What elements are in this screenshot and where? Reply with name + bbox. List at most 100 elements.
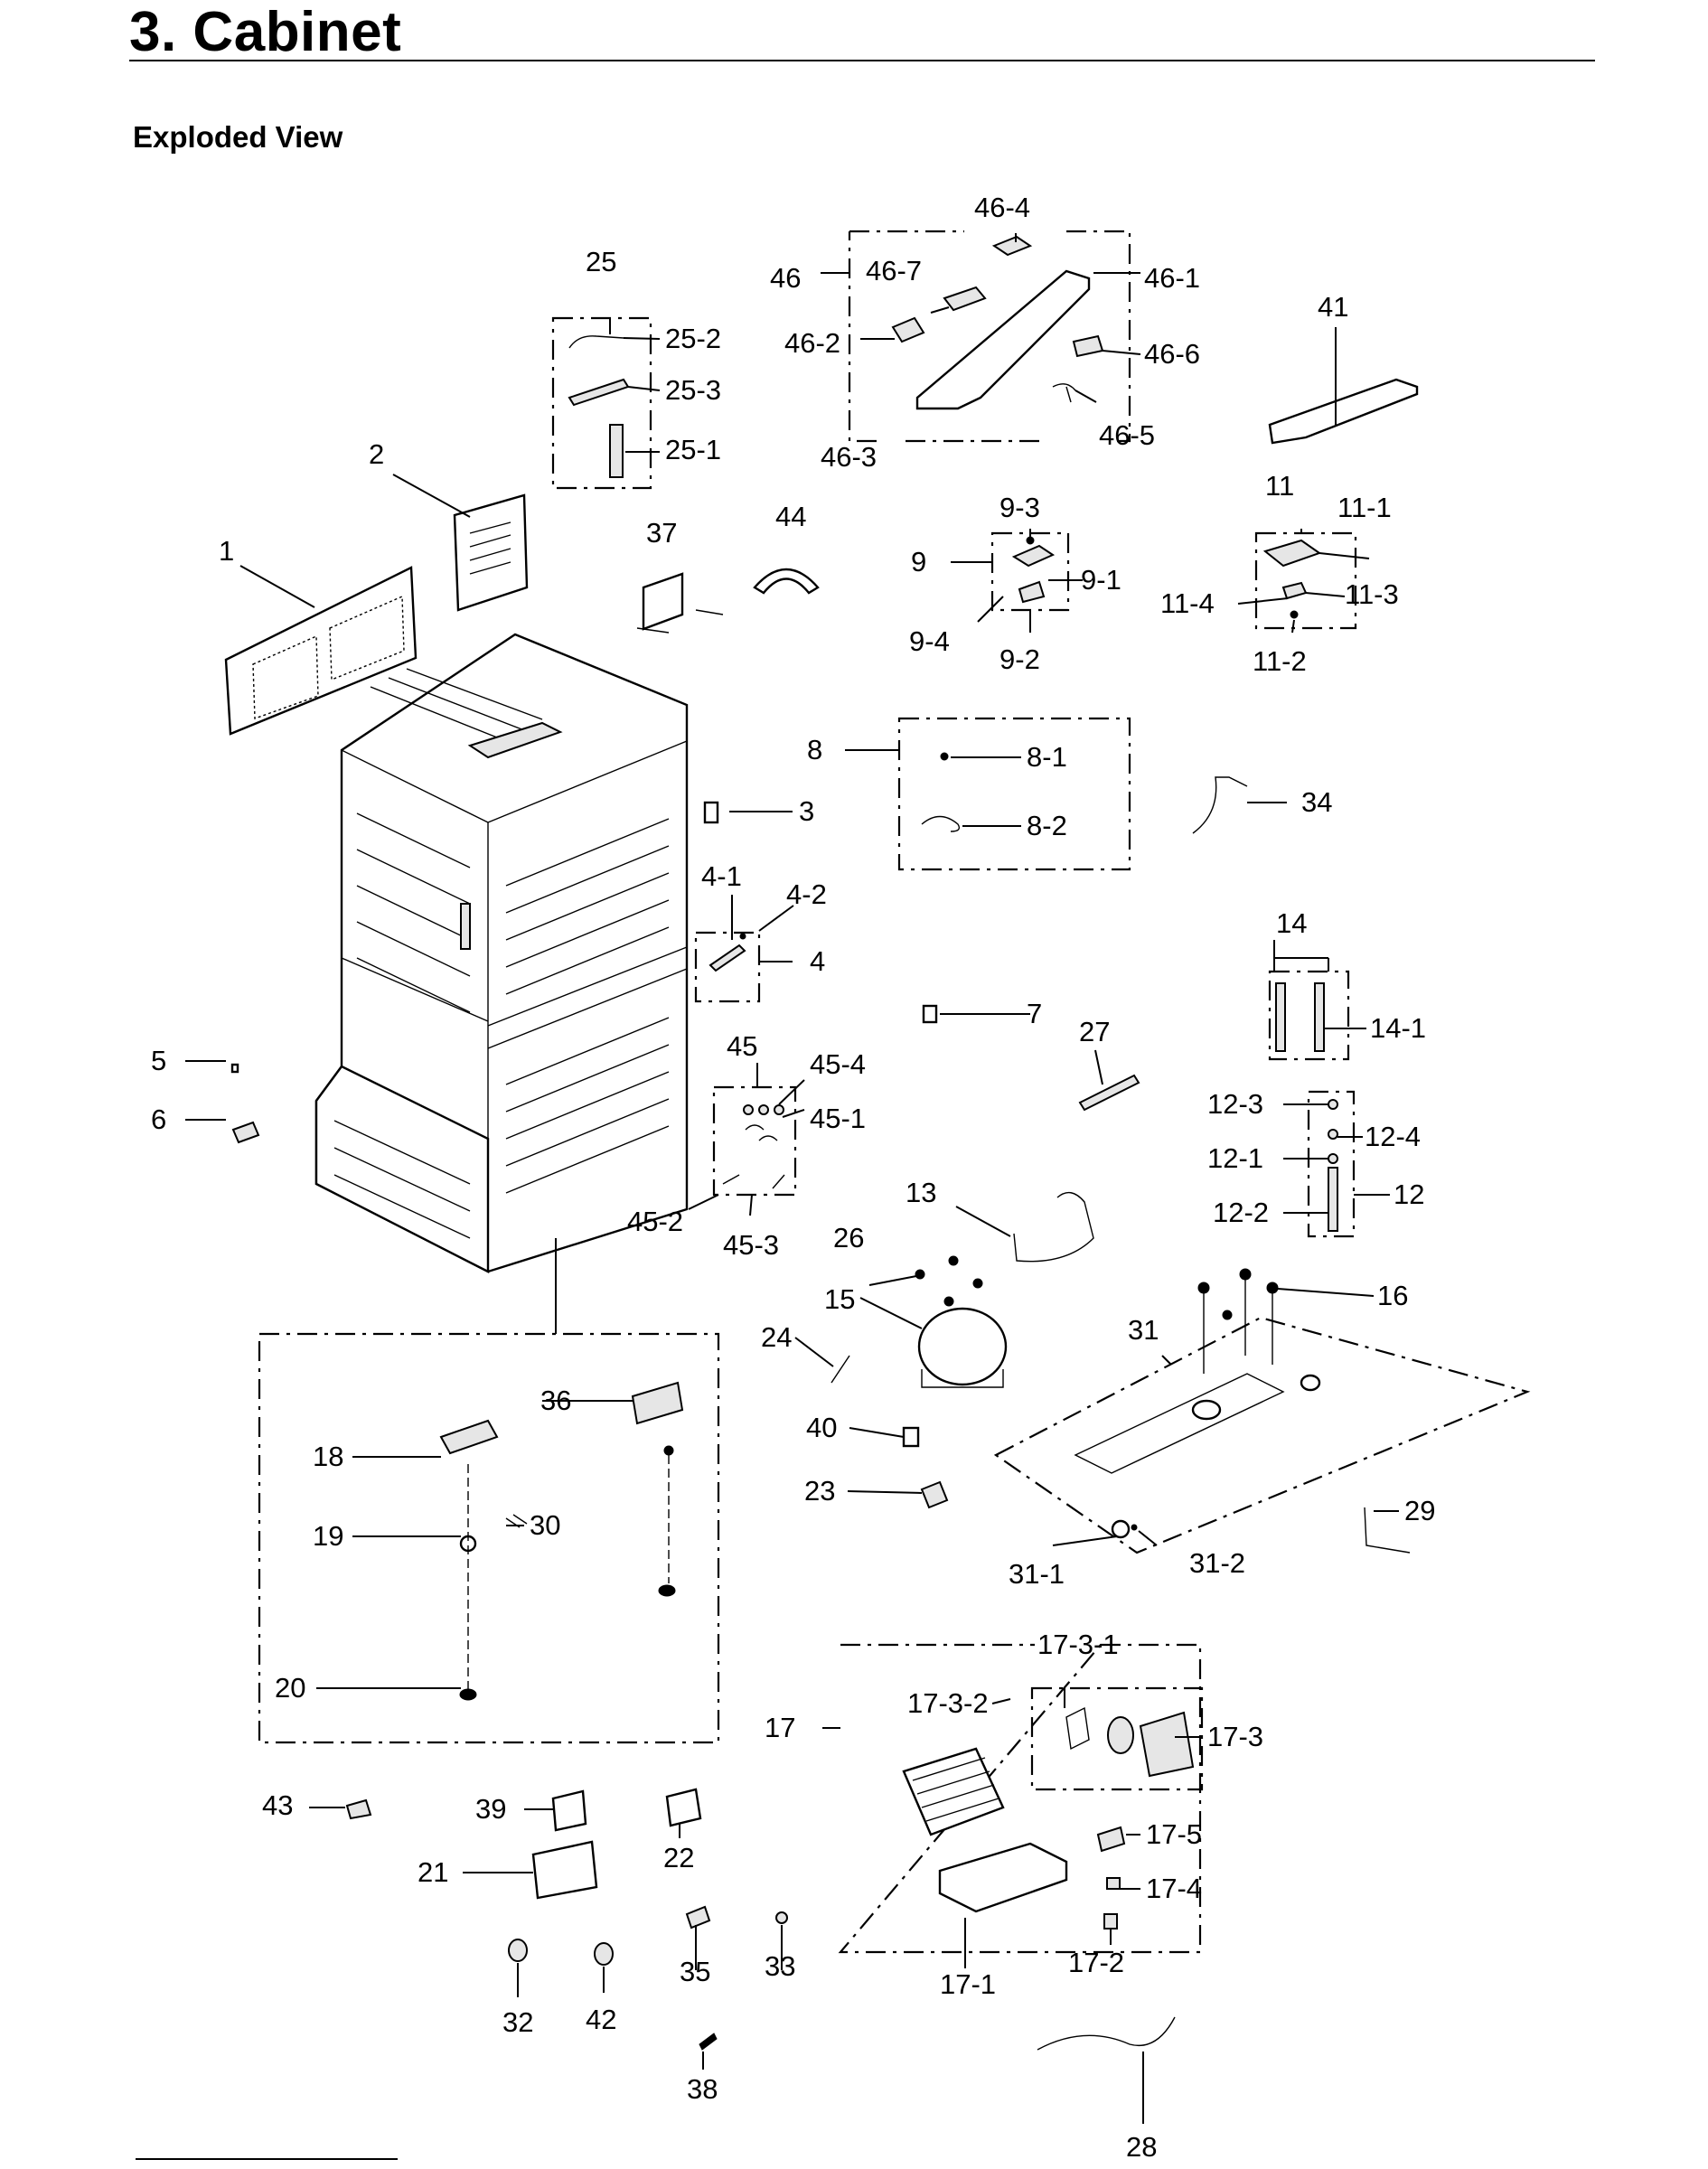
callout-46: 46 <box>770 262 801 294</box>
callout-42: 42 <box>586 2004 616 2035</box>
box-46 <box>848 230 1131 443</box>
part-22 <box>665 1788 702 1827</box>
callout-12-1: 12-1 <box>1207 1142 1263 1174</box>
part-27 <box>1078 1074 1140 1112</box>
box-left-bottom <box>258 1332 720 1744</box>
callout-9-1: 9-1 <box>1081 564 1121 596</box>
part-12-set <box>1328 1099 1338 1232</box>
box-17 <box>838 1643 1202 1954</box>
part-39 <box>551 1789 587 1832</box>
callout-32: 32 <box>502 2006 533 2038</box>
parts <box>224 235 1419 2051</box>
callout-11-2: 11-2 <box>1253 645 1307 677</box>
part-34-cord <box>1192 776 1248 834</box>
callout-45: 45 <box>727 1030 757 1062</box>
callout-44: 44 <box>775 501 806 532</box>
callout-11: 11 <box>1265 470 1294 502</box>
callout-46-2: 46-2 <box>784 327 840 359</box>
callout-4: 4 <box>810 945 825 977</box>
callout-8-2: 8-2 <box>1027 810 1067 841</box>
part-17-evaporator <box>902 1706 1195 1930</box>
callout-20: 20 <box>275 1672 305 1704</box>
callout-27: 27 <box>1079 1016 1110 1047</box>
callout-14: 14 <box>1276 907 1307 939</box>
part-16-rubbers <box>1197 1268 1279 1374</box>
part-24 <box>831 1355 850 1384</box>
callout-17-3-1: 17-3-1 <box>1037 1629 1119 1660</box>
callout-39: 39 <box>475 1793 506 1825</box>
callout-18: 18 <box>313 1441 343 1472</box>
callout-46-4: 46-4 <box>974 192 1030 223</box>
callout-46-7: 46-7 <box>866 255 922 286</box>
callout-34: 34 <box>1301 786 1332 818</box>
callout-11-1: 11-1 <box>1337 492 1392 523</box>
callout-45-3: 45-3 <box>723 1229 779 1261</box>
callout-28: 28 <box>1126 2131 1157 2163</box>
title-rule <box>129 60 1595 61</box>
callout-46-5: 46-5 <box>1099 419 1155 451</box>
part-14-bars <box>1275 982 1325 1052</box>
box-14 <box>1268 970 1350 1061</box>
callout-11-4: 11-4 <box>1160 587 1215 619</box>
callout-25: 25 <box>586 246 616 277</box>
callout-19: 19 <box>313 1520 343 1552</box>
callout-12-3: 12-3 <box>1207 1088 1263 1120</box>
callout-17-5: 17-5 <box>1146 1818 1202 1850</box>
part-31-base <box>1074 1373 1321 1539</box>
callout-46-3: 46-3 <box>821 441 877 473</box>
part-7 <box>922 1004 938 1024</box>
callout-46-1: 46-1 <box>1144 262 1200 294</box>
cabinet-body <box>314 633 689 1273</box>
callout-9-3: 9-3 <box>999 492 1040 523</box>
callout-9-2: 9-2 <box>999 643 1040 675</box>
callout-2: 2 <box>369 438 384 470</box>
part-40 <box>902 1426 920 1448</box>
callout-1: 1 <box>219 535 234 567</box>
callout-16: 16 <box>1377 1280 1408 1311</box>
callout-25-1: 25-1 <box>665 434 721 465</box>
footer-rule <box>136 2158 398 2160</box>
part-37 <box>636 572 724 634</box>
callout-22: 22 <box>663 1842 694 1873</box>
callout-31-1: 31-1 <box>1009 1558 1065 1590</box>
callout-5: 5 <box>151 1045 166 1076</box>
callout-7: 7 <box>1027 998 1042 1029</box>
part-25-set <box>568 335 630 478</box>
part-11-hinge <box>1262 539 1322 619</box>
part-42 <box>594 1942 614 1966</box>
callout-9: 9 <box>911 546 926 577</box>
part-21 <box>531 1840 598 1900</box>
part-46-bracket <box>891 235 1104 410</box>
callout-9-4: 9-4 <box>909 625 950 657</box>
callout-17-3-2: 17-3-2 <box>907 1687 989 1719</box>
section-title: 3. Cabinet <box>129 1 402 63</box>
part-26-screws <box>915 1255 983 1289</box>
part-13-tube <box>1013 1191 1094 1263</box>
callout-29: 29 <box>1404 1495 1435 1526</box>
part-29 <box>1364 1507 1411 1554</box>
part-1-back-cover <box>224 566 418 736</box>
callout-15: 15 <box>824 1283 855 1315</box>
callout-35: 35 <box>680 1956 710 1987</box>
part-2-label-panel <box>453 493 529 612</box>
part-45-set <box>722 1104 785 1189</box>
callout-46-6: 46-6 <box>1144 338 1200 370</box>
part-43 <box>345 1798 372 1820</box>
callout-11-3: 11-3 <box>1345 578 1399 610</box>
callout-25-2: 25-2 <box>665 323 721 354</box>
callout-45-2: 45-2 <box>627 1206 683 1237</box>
part-9-hinge <box>1011 536 1056 604</box>
callout-8-1: 8-1 <box>1027 741 1067 773</box>
callout-14-1: 14-1 <box>1370 1012 1426 1044</box>
callout-17-3: 17-3 <box>1207 1721 1263 1752</box>
callout-38: 38 <box>687 2073 718 2105</box>
callout-17-4: 17-4 <box>1146 1873 1202 1904</box>
callout-36: 36 <box>540 1385 571 1416</box>
callout-12-2: 12-2 <box>1213 1197 1269 1228</box>
callout-40: 40 <box>806 1412 837 1443</box>
box-12 <box>1307 1090 1356 1238</box>
part-15-compressor <box>917 1296 1008 1388</box>
callout-12-4: 12-4 <box>1365 1121 1421 1152</box>
